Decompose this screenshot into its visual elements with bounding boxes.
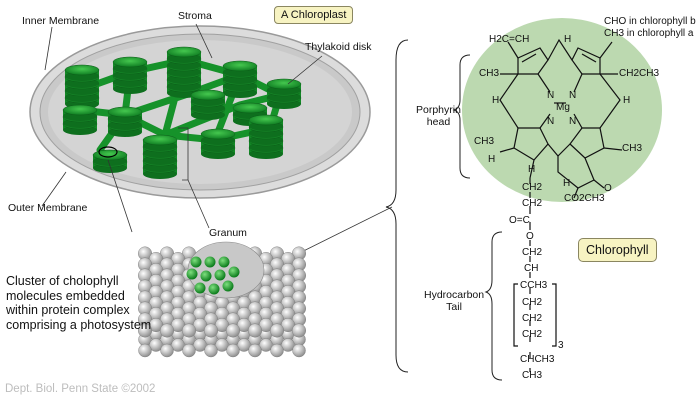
chlorophyll-molecule: [218, 256, 230, 268]
chlorophyll-molecule: [186, 268, 198, 280]
granum-label: Granum: [209, 227, 247, 239]
tail-label-line: Tail: [446, 301, 462, 313]
granum-stack: [248, 114, 284, 159]
ch2-group: CH2: [522, 329, 543, 340]
granum-stack: [62, 104, 98, 135]
hydrogen-atom: H: [528, 164, 536, 175]
lipid-head: [203, 323, 218, 338]
chlorophyll-molecule: [204, 256, 216, 268]
caption-line: molecules embedded: [6, 288, 125, 303]
chlorophyll-molecule: [190, 256, 202, 268]
lipid-head: [247, 323, 262, 338]
ch2-group: CH2: [522, 297, 543, 308]
cho-note-line: CHO in chlorophyll b: [604, 16, 696, 27]
granum-stack: [107, 106, 143, 137]
hydrogen-atom: H: [488, 154, 496, 165]
lipid-head: [292, 323, 307, 338]
granum-stack: [200, 128, 236, 159]
inner-membrane-label: Inner Membrane: [22, 15, 100, 27]
lipid-head: [137, 323, 152, 338]
lipid-head: [270, 323, 285, 338]
ch2-group: CH2: [522, 198, 543, 209]
chlorophyll-molecule: [214, 269, 226, 281]
oxygen-atom: O: [604, 183, 612, 194]
lipid-head: [181, 323, 196, 338]
hydrogen-atom: H: [492, 95, 500, 106]
ethyl-group: CH2CH3: [619, 68, 660, 79]
cch3-group: CCH3: [520, 280, 548, 291]
oxygen-atom: O: [526, 231, 534, 242]
ester-group: CO2CH3: [564, 193, 605, 204]
repeat-count: 3: [558, 340, 564, 351]
cho-note: CHO in chlorophyll b CH3 in chlorophyll …: [604, 16, 696, 40]
chlorophyll-title: Chlorophyll: [578, 238, 657, 262]
photosystem-membrane: [137, 241, 307, 358]
ch2-group: CH2: [522, 182, 543, 193]
granum-stack: [222, 60, 258, 98]
chlorophyll-molecule: [222, 280, 234, 292]
lipid-head: [159, 323, 174, 338]
lipid-head: [225, 323, 240, 338]
hydrogen-atom: H: [563, 178, 571, 189]
nitrogen-atom: N: [569, 116, 577, 127]
magnesium-atom: Mg: [556, 102, 570, 113]
granum-stack: [166, 46, 202, 98]
granum-stack: [190, 89, 226, 120]
porphyrin-bonds: [499, 38, 623, 372]
ch-group: CH: [524, 263, 539, 274]
chlorophyll-molecule: [194, 282, 206, 294]
methyl-group: CH3: [479, 68, 500, 79]
granum-stack: [64, 64, 100, 109]
caption-line: within protein complex: [6, 303, 130, 317]
nitrogen-atom: N: [547, 90, 555, 101]
vinyl-group: H2C=CH: [489, 34, 530, 45]
porphyrin-brace: [452, 54, 471, 179]
thylakoid-highlight: [98, 146, 118, 158]
nitrogen-atom: N: [569, 90, 577, 101]
chch3-group: CHCH3: [520, 354, 555, 365]
nitrogen-atom: N: [547, 116, 555, 127]
carbonyl-group: O=C: [509, 215, 530, 226]
tail-label-line: Hydrocarbon: [424, 289, 485, 301]
porphyrin-background: [462, 18, 662, 202]
protein-complex: [187, 241, 265, 299]
stroma-label: Stroma: [178, 10, 212, 22]
porphyrin-label-line: Porphyrin: [416, 104, 461, 116]
chloroplast-title: A Chloroplast: [274, 6, 354, 24]
photosystem-caption: Cluster of cholophyll molecules embedded…: [6, 274, 151, 332]
big-brace: [385, 39, 409, 373]
hydrogen-atom: H: [623, 95, 631, 106]
cho-note-line: CH3 in chlorophyll a: [604, 28, 694, 39]
hydrogen-atom: H: [564, 34, 572, 45]
granum-stack: [92, 149, 128, 173]
thylakoid-disk-label: Thylakoid disk: [305, 41, 372, 53]
chlorophyll-molecule: [228, 266, 240, 278]
granum-stack: [112, 56, 148, 94]
methyl-group: CH3: [522, 370, 543, 381]
methyl-group: CH3: [474, 136, 495, 147]
footer-credit: Dept. Biol. Penn State ©2002: [5, 383, 156, 395]
chlorophyll-molecule: [208, 283, 220, 295]
porphyrin-label-line: head: [426, 116, 451, 128]
porphyrin-head-label: Porphyrin head: [416, 104, 461, 128]
hydrocarbon-tail-label: Hydrocarbon Tail: [424, 289, 484, 313]
granum-stack: [266, 78, 302, 109]
ch2-group: CH2: [522, 313, 543, 324]
outer-membrane-label: Outer Membrane: [8, 202, 88, 214]
tail-brace: [484, 231, 503, 381]
chloroplast: [29, 25, 371, 199]
granum-stack: [142, 134, 178, 179]
caption-line: Cluster of cholophyll: [6, 274, 119, 288]
methyl-group: CH3: [622, 143, 643, 154]
caption-line: comprising a photosystem: [6, 317, 152, 332]
chlorophyll-molecule: [200, 270, 212, 282]
ch2-group: CH2: [522, 247, 543, 258]
